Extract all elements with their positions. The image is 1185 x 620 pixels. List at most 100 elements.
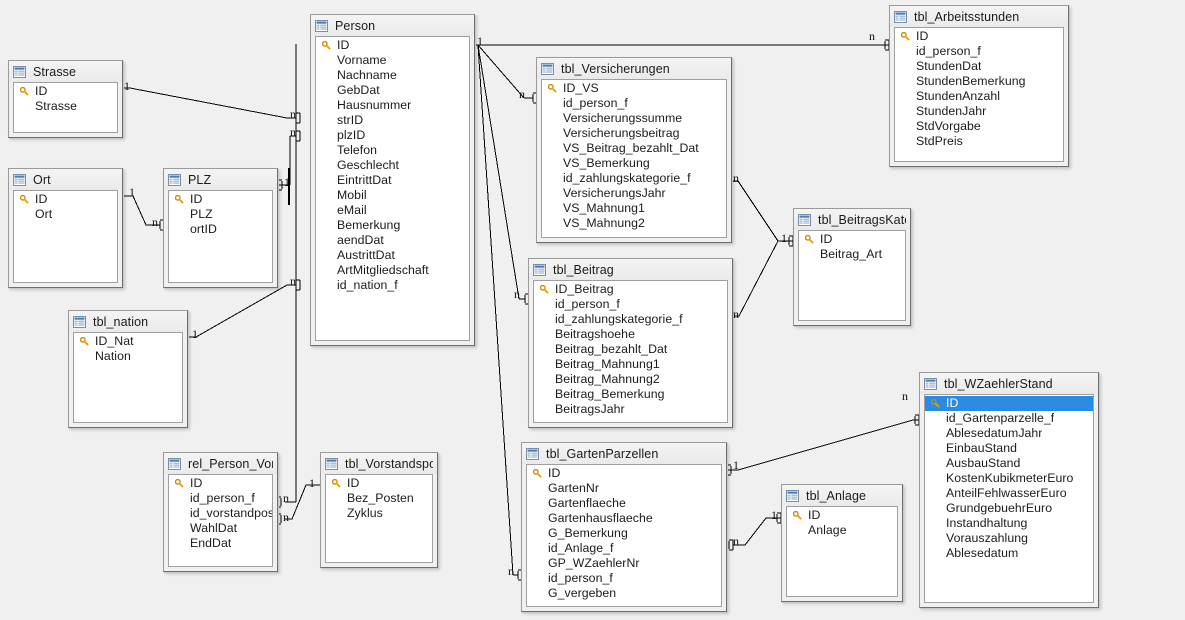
field-row-primary-key[interactable]: ID bbox=[316, 38, 469, 53]
field-row[interactable]: ArtMitgliedschaft bbox=[316, 263, 469, 278]
table-titlebar-tbl_nation[interactable]: tbl_nation bbox=[69, 311, 187, 332]
table-titlebar-tbl_versicherungen[interactable]: tbl_Versicherungen bbox=[537, 58, 731, 79]
field-row[interactable]: AusbauStand bbox=[925, 456, 1093, 471]
field-row[interactable]: id_person_f bbox=[895, 44, 1063, 59]
field-row[interactable]: GartenNr bbox=[527, 481, 721, 496]
field-row[interactable]: Beitrag_bezahlt_Dat bbox=[534, 342, 727, 357]
field-row[interactable]: Mobil bbox=[316, 188, 469, 203]
field-row-primary-key[interactable]: ID bbox=[14, 84, 117, 99]
field-row[interactable]: Instandhaltung bbox=[925, 516, 1093, 531]
field-row[interactable]: StundenAnzahl bbox=[895, 89, 1063, 104]
field-row[interactable]: VS_Mahnung1 bbox=[542, 201, 726, 216]
field-row[interactable]: Bemerkung bbox=[316, 218, 469, 233]
field-row[interactable]: Strasse bbox=[14, 99, 117, 114]
table-window-rel_person_vorstand[interactable]: rel_Person_VorstaIDid_person_fid_vorstan… bbox=[163, 452, 278, 572]
field-row-primary-key[interactable]: ID bbox=[527, 466, 721, 481]
field-row-primary-key[interactable]: ID bbox=[787, 508, 897, 523]
field-row[interactable]: Beitragshoehe bbox=[534, 327, 727, 342]
field-row[interactable]: AustrittDat bbox=[316, 248, 469, 263]
field-row[interactable]: Hausnummer bbox=[316, 98, 469, 113]
field-row[interactable]: Zyklus bbox=[326, 506, 432, 521]
field-row[interactable]: id_person_f bbox=[542, 96, 726, 111]
field-row[interactable]: id_person_f bbox=[534, 297, 727, 312]
table-titlebar-tbl_beitrag[interactable]: tbl_Beitrag bbox=[529, 259, 732, 280]
field-row[interactable]: Versicherungsbeitrag bbox=[542, 126, 726, 141]
field-row[interactable]: Versicherungssumme bbox=[542, 111, 726, 126]
field-row[interactable]: G_vergeben bbox=[527, 586, 721, 601]
field-row-primary-key[interactable]: ID bbox=[14, 192, 117, 207]
field-row[interactable]: VersicherungsJahr bbox=[542, 186, 726, 201]
field-row[interactable]: Beitrag_Art bbox=[799, 247, 905, 262]
field-row[interactable]: Beitrag_Bemerkung bbox=[534, 387, 727, 402]
field-row[interactable]: EintrittDat bbox=[316, 173, 469, 188]
field-row[interactable]: id_zahlungskategorie_f bbox=[542, 171, 726, 186]
field-row[interactable]: id_zahlungskategorie_f bbox=[534, 312, 727, 327]
field-row[interactable]: Anlage bbox=[787, 523, 897, 538]
field-row[interactable]: EinbauStand bbox=[925, 441, 1093, 456]
field-row[interactable]: id_Gartenparzelle_f bbox=[925, 411, 1093, 426]
table-titlebar-tbl_anlage[interactable]: tbl_Anlage bbox=[782, 485, 902, 506]
field-row-primary-key[interactable]: ID bbox=[326, 476, 432, 491]
table-titlebar-tbl_beitragskategorie[interactable]: tbl_BeitragsKateg bbox=[794, 209, 910, 230]
field-row-primary-key[interactable]: ID bbox=[799, 232, 905, 247]
field-row[interactable]: aendDat bbox=[316, 233, 469, 248]
table-titlebar-tbl_wzaehlerstand[interactable]: tbl_WZaehlerStand bbox=[920, 373, 1098, 394]
table-titlebar-tbl_arbeitsstunden[interactable]: tbl_Arbeitsstunden bbox=[890, 6, 1068, 27]
field-row[interactable]: Vorauszahlung bbox=[925, 531, 1093, 546]
field-row-primary-key[interactable]: ID bbox=[169, 192, 272, 207]
field-row[interactable]: Beitrag_Mahnung1 bbox=[534, 357, 727, 372]
field-row[interactable]: GP_WZaehlerNr bbox=[527, 556, 721, 571]
table-titlebar-tbl_gartenparzellen[interactable]: tbl_GartenParzellen bbox=[522, 443, 726, 464]
field-row[interactable]: Ort bbox=[14, 207, 117, 222]
field-row[interactable]: StundenJahr bbox=[895, 104, 1063, 119]
field-row-primary-key[interactable]: ID_VS bbox=[542, 81, 726, 96]
field-row[interactable]: strID bbox=[316, 113, 469, 128]
field-row[interactable]: Gartenhausflaeche bbox=[527, 511, 721, 526]
field-row[interactable]: G_Bemerkung bbox=[527, 526, 721, 541]
table-titlebar-ort[interactable]: Ort bbox=[9, 169, 122, 190]
field-row[interactable]: KostenKubikmeterEuro bbox=[925, 471, 1093, 486]
field-row-primary-key[interactable]: ID bbox=[895, 29, 1063, 44]
field-row[interactable]: WahlDat bbox=[169, 521, 272, 536]
field-row[interactable]: Nachname bbox=[316, 68, 469, 83]
field-row[interactable]: VS_Bemerkung bbox=[542, 156, 726, 171]
field-row[interactable]: Beitrag_Mahnung2 bbox=[534, 372, 727, 387]
field-row[interactable]: PLZ bbox=[169, 207, 272, 222]
field-row[interactable]: id_person_f bbox=[169, 491, 272, 506]
field-row[interactable]: eMail bbox=[316, 203, 469, 218]
field-row[interactable]: BeitragsJahr bbox=[534, 402, 727, 417]
field-row[interactable]: Ablesedatum bbox=[925, 546, 1093, 561]
field-row[interactable]: Bez_Posten bbox=[326, 491, 432, 506]
field-row[interactable]: GebDat bbox=[316, 83, 469, 98]
table-titlebar-strasse[interactable]: Strasse bbox=[9, 61, 122, 82]
field-row[interactable]: VS_Mahnung2 bbox=[542, 216, 726, 231]
field-row[interactable]: Gartenflaeche bbox=[527, 496, 721, 511]
field-row-primary-key[interactable]: ID bbox=[925, 396, 1093, 411]
field-row[interactable]: id_nation_f bbox=[316, 278, 469, 293]
field-row[interactable]: id_vorstandposte bbox=[169, 506, 272, 521]
field-row[interactable]: AnteilFehlwasserEuro bbox=[925, 486, 1093, 501]
field-row-primary-key[interactable]: ID bbox=[169, 476, 272, 491]
field-row[interactable]: ortID bbox=[169, 222, 272, 237]
field-row[interactable]: StdPreis bbox=[895, 134, 1063, 149]
